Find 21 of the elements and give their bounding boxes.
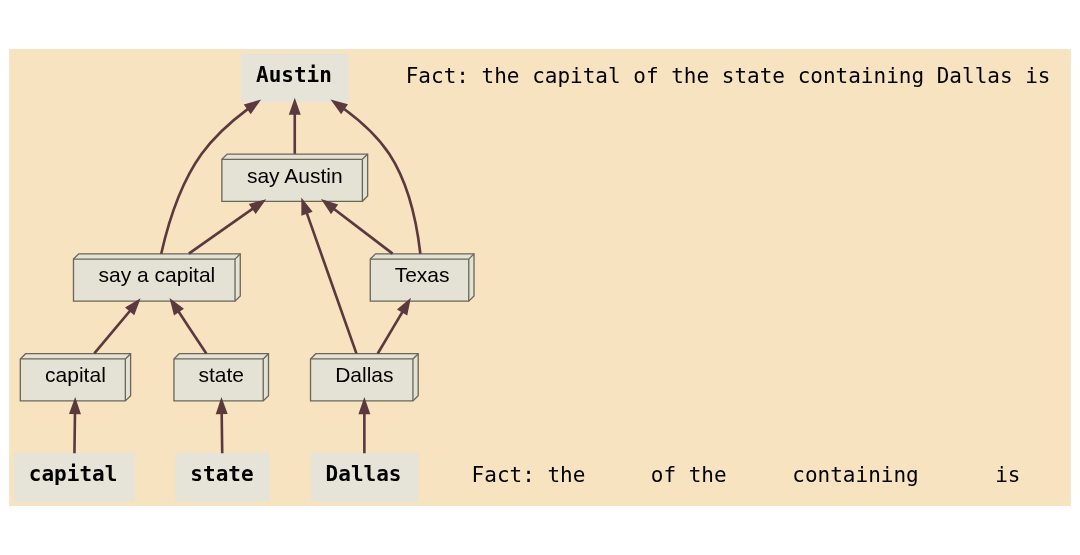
- node-box: state: [175, 452, 270, 502]
- label: Fact: the capital of the state containing Dallas is: [405, 62, 1051, 88]
- arrow: [188, 199, 267, 255]
- arrow: [93, 298, 141, 355]
- arrow: [330, 99, 422, 254]
- arrow: [376, 297, 411, 355]
- label: of the: [650, 462, 727, 488]
- label: containing: [792, 462, 919, 488]
- arrow: [288, 97, 301, 154]
- node-box: Dallas: [310, 452, 419, 502]
- node-box: Austin: [240, 53, 349, 103]
- node-box: capital: [13, 452, 135, 502]
- arrow: [358, 397, 371, 454]
- label: is: [995, 462, 1021, 488]
- arrow: [321, 199, 394, 255]
- arrow: [159, 99, 262, 255]
- arrow: [68, 397, 81, 454]
- label: Fact: the: [471, 462, 586, 488]
- arrow: [169, 297, 208, 355]
- arrow: [301, 197, 358, 354]
- arrow: [215, 397, 228, 454]
